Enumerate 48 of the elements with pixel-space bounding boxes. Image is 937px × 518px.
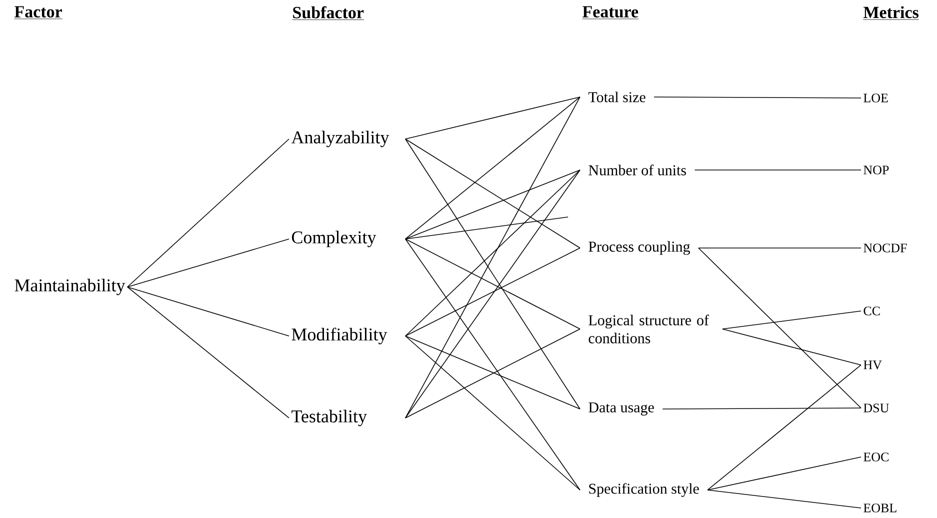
metric-label: EOC — [864, 452, 888, 462]
feature-label: Total size — [588, 92, 646, 102]
subfactor-label: Complexity — [292, 230, 376, 248]
column-heading: Subfactor — [292, 6, 364, 20]
connector-line — [405, 336, 580, 490]
metric-label: LOE — [864, 94, 888, 102]
column-heading: Factor — [14, 6, 63, 20]
subfactor-label: Modifiability — [292, 328, 388, 344]
feature-label: Logical structure of conditions — [588, 314, 709, 344]
feature-label: Process coupling — [588, 241, 690, 255]
column-heading: Feature — [582, 6, 639, 20]
connector-line — [722, 310, 862, 330]
connector-line — [707, 490, 862, 508]
factor-label: Maintainability — [14, 278, 126, 296]
connector-line — [127, 286, 290, 418]
connector-line — [654, 96, 862, 98]
feature-label: Number of units — [588, 164, 686, 176]
metric-label: NOCDF — [864, 244, 907, 252]
connector-line — [405, 170, 580, 336]
metric-label: DSU — [864, 404, 889, 412]
feature-label: Specification style — [589, 483, 699, 497]
connector-line — [405, 238, 580, 490]
metric-label: EOBL — [864, 504, 896, 512]
connector-line — [405, 170, 580, 240]
connector-line — [405, 138, 580, 248]
connector-line — [722, 328, 862, 366]
connector-line — [127, 138, 290, 288]
connector-line — [698, 248, 862, 408]
connector-line — [707, 364, 862, 490]
metric-label: CC — [864, 306, 880, 316]
subfactor-label: Testability — [292, 410, 367, 426]
connector-line — [707, 456, 862, 490]
connector-line — [405, 248, 580, 336]
subfactor-label: Analyzability — [291, 130, 390, 148]
metric-label: HV — [864, 360, 882, 370]
column-heading: Metrics — [863, 6, 920, 20]
connector-line — [405, 336, 580, 410]
metric-label: NOP — [864, 166, 889, 174]
connector-line — [405, 96, 580, 240]
connector-line — [405, 216, 568, 240]
connector-line — [405, 238, 580, 330]
connector-line — [127, 238, 290, 288]
connector-line — [662, 408, 862, 410]
feature-label: Data usage — [588, 402, 654, 416]
connector-line — [127, 286, 290, 336]
connector-line — [405, 328, 580, 418]
connector-line — [405, 96, 580, 140]
connector-line — [405, 96, 580, 418]
